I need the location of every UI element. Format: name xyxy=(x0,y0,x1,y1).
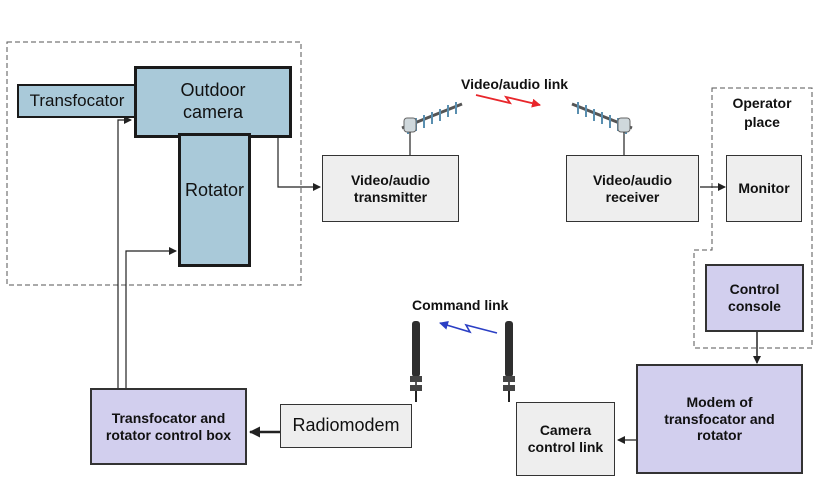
radiomodem-label: Radiomodem xyxy=(292,415,400,436)
receiver-antenna xyxy=(571,102,633,155)
transmitter-antenna xyxy=(401,102,463,155)
receiver-block: Video/audio receiver xyxy=(566,155,699,222)
transmitter-block: Video/audio transmitter xyxy=(322,155,459,222)
radiomodem-block: Radiomodem xyxy=(280,404,412,448)
control-box-block: Transfocator and rotator control box xyxy=(90,388,247,465)
camera-control-link-antenna xyxy=(503,321,515,402)
transfocator-label: Transfocator xyxy=(29,90,125,110)
modem-block: Modem of transfocator and rotator xyxy=(636,364,803,474)
camera-site-region xyxy=(6,41,302,286)
transfocator-block: Transfocator xyxy=(17,84,137,118)
controlbox-to-transfocator-line xyxy=(117,116,132,388)
rotator-label: Rotator xyxy=(184,180,245,200)
operator-place-region xyxy=(693,87,813,349)
control-box-label: Transfocator and rotator control box xyxy=(105,409,232,443)
command-link-arrow xyxy=(439,320,498,334)
monitor-block: Monitor xyxy=(726,155,802,222)
video-link-label: Video/audio link xyxy=(461,76,569,92)
operator-place-label: Operator place xyxy=(732,95,792,130)
outdoor-camera-block: Outdoor camera xyxy=(134,66,292,138)
rotator-block: Rotator xyxy=(178,133,251,267)
outdoor-camera-label: Outdoor camera xyxy=(180,80,246,122)
camera-to-transmitter-line xyxy=(277,138,321,191)
modem-label: Modem of transfocator and rotator xyxy=(664,393,775,444)
receiver-label: Video/audio receiver xyxy=(592,171,673,205)
control-console-block: Control console xyxy=(705,264,804,332)
radiomodem-antenna xyxy=(410,321,422,402)
command-link-label: Command link xyxy=(412,297,509,313)
control-console-label: Control console xyxy=(728,281,781,314)
controlbox-to-rotator-line xyxy=(125,247,177,388)
video-link-arrow xyxy=(475,94,541,108)
camera-control-link-label: Camera control link xyxy=(527,422,604,455)
transmitter-label: Video/audio transmitter xyxy=(350,171,431,205)
monitor-label: Monitor xyxy=(738,180,790,197)
camera-control-link-block: Camera control link xyxy=(516,402,615,476)
